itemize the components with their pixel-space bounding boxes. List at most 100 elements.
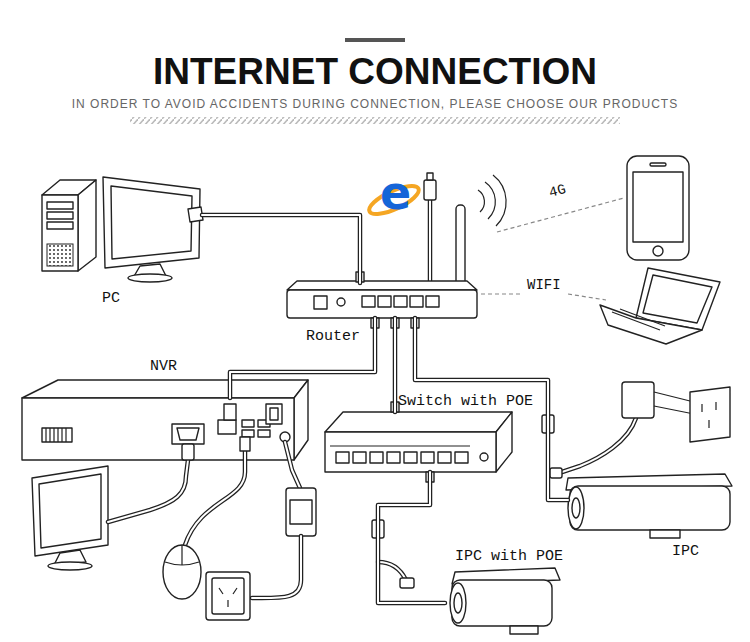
power-switch <box>266 404 282 424</box>
rj45-plug <box>424 180 436 200</box>
pc-monitor-base <box>128 274 172 282</box>
device-label: IPC <box>672 543 699 561</box>
monitor-screen <box>39 474 101 548</box>
poe-port <box>353 452 366 463</box>
drive-bay <box>47 202 73 209</box>
router-front <box>287 290 477 318</box>
usb-plug <box>240 437 250 451</box>
camera-body <box>452 580 552 626</box>
router-top <box>287 281 477 290</box>
poe-port <box>438 452 451 463</box>
wifi-wave <box>478 190 484 212</box>
rj45-port <box>218 420 236 434</box>
power-cable-core <box>285 442 300 488</box>
reset-button <box>337 298 345 306</box>
monitor-frame <box>32 466 108 556</box>
device-node: PC <box>40 176 202 272</box>
link-label: 4G <box>547 181 567 201</box>
phone-home-button <box>653 246 663 256</box>
dc-connector <box>550 468 562 478</box>
poe-port <box>370 452 383 463</box>
usb-port <box>258 430 270 437</box>
pc-tower-front <box>42 195 78 271</box>
router-antenna <box>456 205 465 293</box>
device-label: NVR <box>150 358 177 376</box>
phone-body <box>627 156 689 260</box>
wan-port <box>426 296 439 307</box>
usb-port <box>242 420 254 427</box>
camera-lens <box>450 583 466 623</box>
cable-group <box>415 318 568 500</box>
pc-monitor-screen <box>111 186 192 259</box>
nvr-side <box>294 380 308 460</box>
browser-logo: e <box>380 170 411 216</box>
mouse <box>163 545 201 599</box>
mouse-cable-core <box>185 451 245 545</box>
rj45-plug <box>224 404 236 420</box>
network-cable <box>378 472 445 603</box>
device-label: Router <box>306 328 360 346</box>
poe-port <box>404 452 417 463</box>
device-node: Switch with POE <box>325 412 512 472</box>
mouse-cable <box>185 451 245 545</box>
device-node: IPC with POE <box>445 575 557 633</box>
vent-grill <box>47 244 73 266</box>
dc-pigtail-core <box>378 562 406 580</box>
wall-outlet <box>690 387 730 442</box>
poe-port <box>387 452 400 463</box>
device-node: IPC <box>568 478 730 530</box>
cable-core <box>394 318 396 412</box>
dc-connector <box>400 578 414 588</box>
lan-port <box>378 296 391 307</box>
hatch-band <box>130 117 620 124</box>
device-node: Router <box>287 283 477 318</box>
pc-tower-side <box>78 180 96 271</box>
network-cable <box>230 318 375 398</box>
power-cable-core <box>556 418 636 474</box>
internet-cable-core <box>429 200 431 281</box>
dc-pigtail <box>378 562 406 580</box>
wifi-wave <box>485 182 495 219</box>
lan-port <box>394 296 407 307</box>
camera-body <box>570 486 730 530</box>
cable-group <box>230 318 375 398</box>
power-adapter <box>286 488 316 536</box>
camera-mount <box>510 626 538 634</box>
cable-group <box>378 472 445 603</box>
power-adapter <box>622 382 654 418</box>
pc-monitor-frame <box>103 177 200 268</box>
laptop-keyboard <box>612 309 665 330</box>
power-switch-rocker <box>270 408 278 420</box>
vga-plug <box>182 444 194 460</box>
link-label: WIFI <box>527 277 561 293</box>
terminal-block <box>42 428 72 442</box>
power-cable <box>285 442 300 488</box>
browser-logo-ring <box>366 180 423 219</box>
nvr-top <box>22 380 308 398</box>
device-label: IPC with POE <box>455 548 563 566</box>
vga-port-frame <box>172 424 204 444</box>
cable-core <box>415 318 568 500</box>
laptop-base <box>600 305 702 344</box>
camera-mount <box>650 530 680 538</box>
terminal-pins <box>46 428 66 442</box>
power-cable <box>252 536 301 598</box>
wireless-link <box>568 294 606 300</box>
phone-speaker <box>650 163 666 166</box>
power-cable <box>556 418 636 474</box>
drive-bay <box>47 222 73 229</box>
camera-lens <box>568 487 584 529</box>
wifi-wave <box>493 175 506 226</box>
device-label: PC <box>102 290 120 308</box>
drive-bay <box>47 212 73 219</box>
cable-core <box>230 318 375 398</box>
laptop-screen <box>643 275 712 323</box>
monitor-base <box>48 562 92 570</box>
rj45-latch <box>427 173 433 180</box>
lan-port <box>362 296 375 307</box>
poe-port <box>336 452 349 463</box>
cable-group <box>395 318 396 412</box>
subtitle: IN ORDER TO AVOID ACCIDENTS DURING CONNE… <box>0 97 750 111</box>
poe-port <box>421 452 434 463</box>
outlet-holes <box>219 588 237 607</box>
